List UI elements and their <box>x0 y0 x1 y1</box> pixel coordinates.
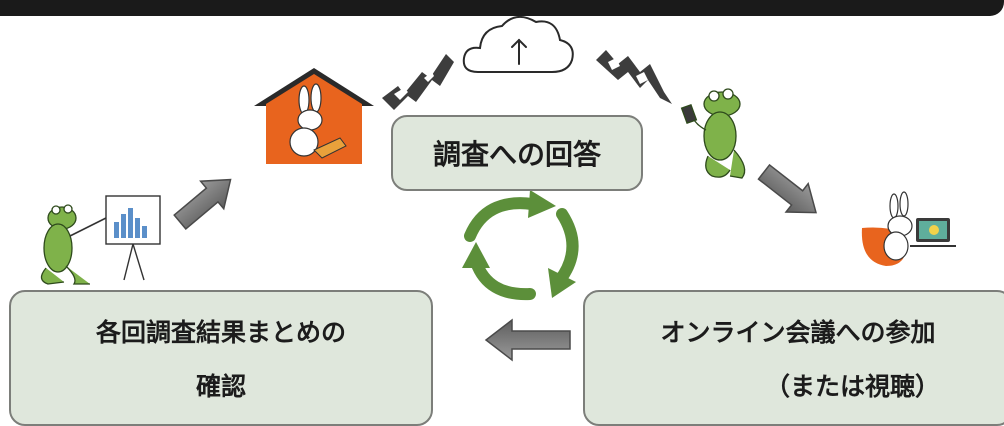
cloud-upload-icon <box>462 15 574 73</box>
lightning-icon <box>382 54 454 110</box>
arrow-icon <box>757 163 817 214</box>
rabbit-icon <box>861 191 956 266</box>
frog-icon <box>40 204 111 285</box>
step-box-answer: 調査への回答 <box>391 115 643 191</box>
rabbit-icon <box>289 83 347 159</box>
step-label-line1: 各回調査結果まとめの <box>95 318 346 347</box>
step-label-line2: （または視聴） <box>765 372 941 401</box>
step-box-summary: 各回調査結果まとめの 確認 <box>9 290 433 426</box>
step-box-online: オンライン会議への参加 （または視聴） <box>583 290 1004 426</box>
step-label-line2: 確認 <box>195 372 246 401</box>
step-label-line1: オンライン会議への参加 <box>660 318 936 347</box>
lightning-icon <box>596 50 672 104</box>
step-label: 調査への回答 <box>432 138 601 171</box>
recycle-icon <box>462 190 576 298</box>
frog-icon <box>680 88 746 179</box>
top-banner <box>0 0 1004 16</box>
chart-board-icon <box>105 195 161 281</box>
arrow-icon <box>484 318 571 362</box>
arrow-icon <box>173 178 232 230</box>
